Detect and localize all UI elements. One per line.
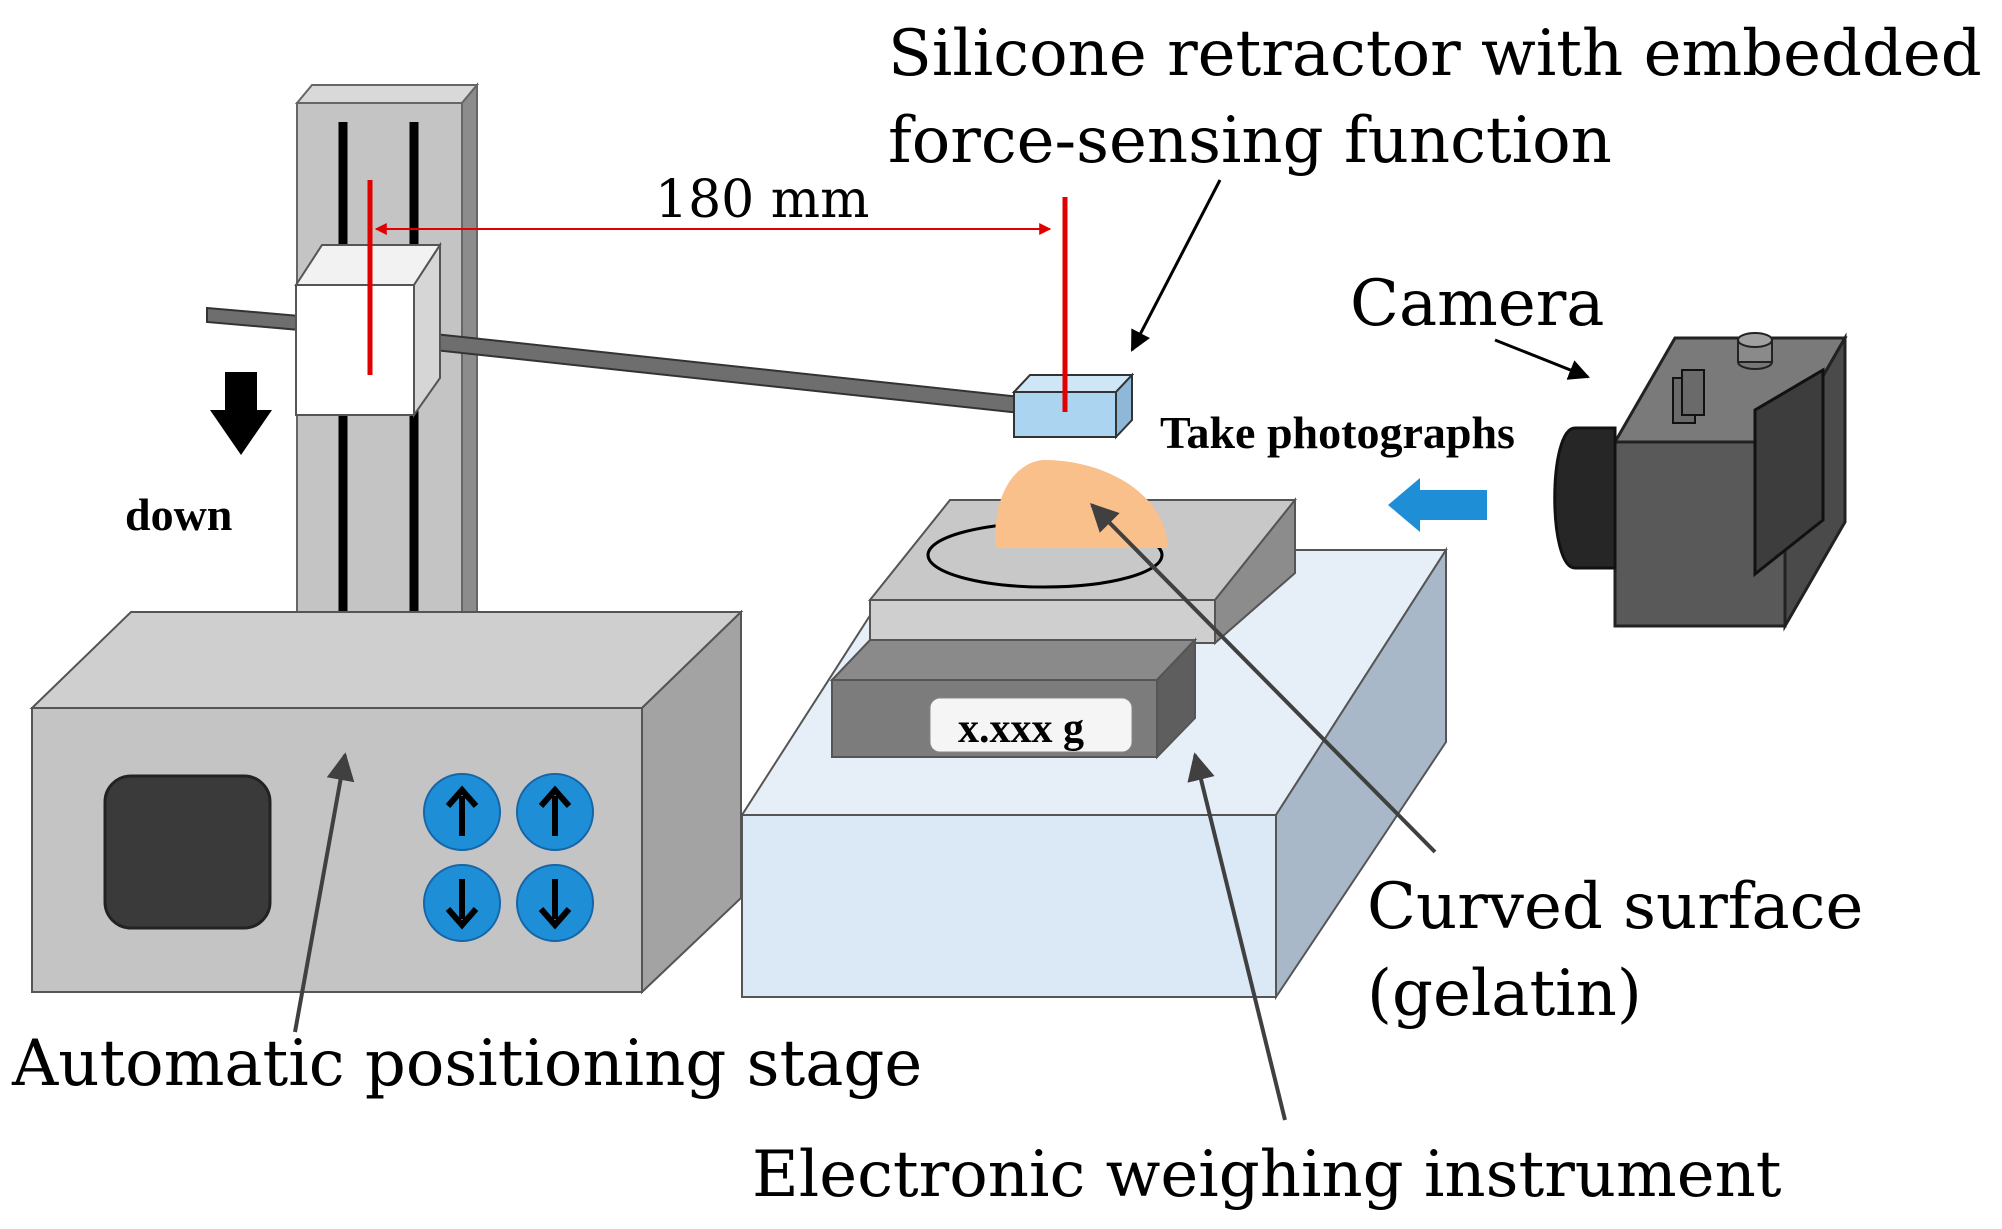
stage-base-box — [29, 609, 744, 995]
up-button-1[interactable] — [423, 773, 501, 851]
down-button-1[interactable] — [423, 864, 501, 942]
arrow-down-icon — [538, 879, 572, 930]
scale-pointer-arrow — [1187, 752, 1287, 1121]
arrow-left-icon — [1388, 478, 1487, 532]
stage-label: Automatic positioning stage — [11, 1027, 922, 1101]
gelatin-dome — [926, 460, 1168, 589]
distance-label: 180 mm — [655, 170, 869, 230]
force-sensor-block — [1011, 372, 1135, 440]
stage-pointer-arrow — [293, 752, 355, 1033]
down-label: down — [125, 489, 232, 540]
distance-dimension — [367, 180, 1068, 412]
arrow-down-icon — [445, 879, 479, 930]
down-arrow-icon — [210, 372, 272, 455]
arrow-up-icon — [445, 785, 479, 836]
arrow-up-icon — [538, 785, 572, 836]
retractor-pointer-arrow — [1130, 179, 1222, 352]
scale-label: Electronic weighing instrument — [752, 1138, 1782, 1212]
camera-pointer-arrow — [1494, 338, 1590, 380]
slider-carriage — [294, 241, 442, 419]
curved-surface-label-line1: Curved surface — [1367, 870, 1863, 944]
retractor-label-line1: Silicone retractor with embedded — [888, 17, 1982, 91]
scale-display — [929, 697, 1133, 753]
down-button-2[interactable] — [516, 864, 594, 942]
scale-reading: x.xxx g — [958, 706, 1084, 752]
take-photographs-label: Take photographs — [1160, 407, 1515, 458]
stage-display-screen — [103, 774, 272, 930]
up-button-2[interactable] — [516, 773, 594, 851]
camera-icon — [1553, 332, 1848, 632]
curved-surface-pointer-arrow — [1090, 503, 1437, 854]
curved-surface-label-line2: (gelatin) — [1367, 957, 1642, 1031]
camera-label: Camera — [1350, 267, 1604, 341]
weighing-instrument: x.xxx g — [829, 497, 1298, 760]
stage-control-buttons — [423, 773, 594, 942]
retractor-label-line2: force-sensing function — [888, 104, 1612, 178]
